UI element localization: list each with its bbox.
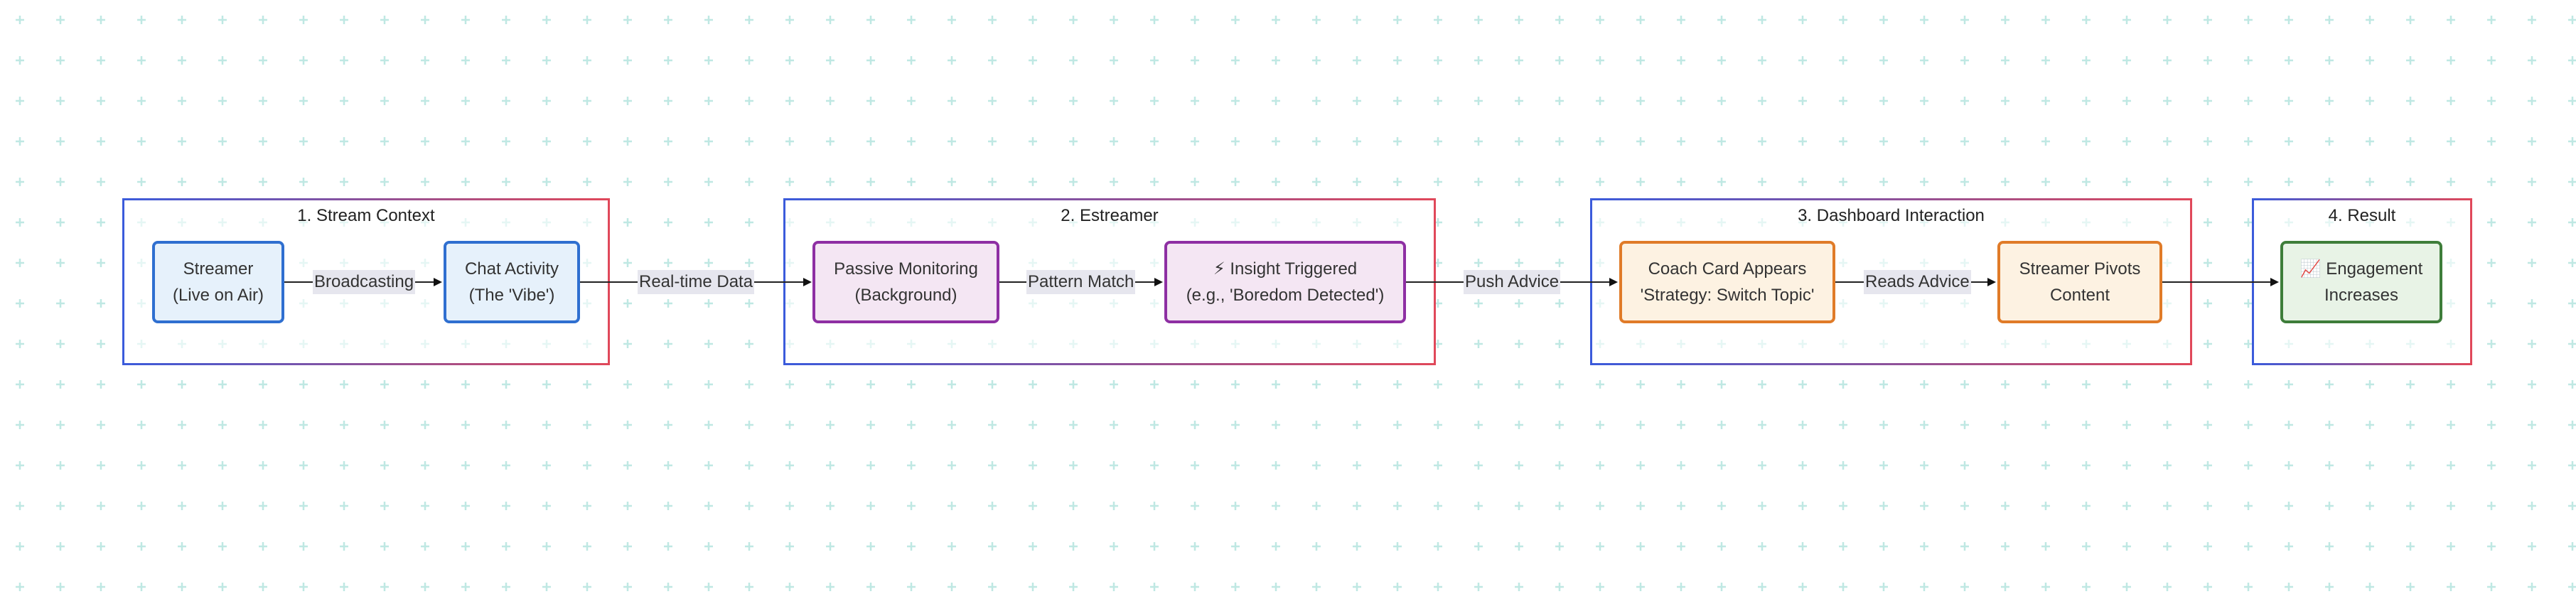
group-title: 2. Estreamer xyxy=(1061,206,1159,225)
node-line: (Background) xyxy=(854,286,957,305)
node-line: 'Strategy: Switch Topic' xyxy=(1640,286,1815,305)
node-line: ⚡ Insight Triggered xyxy=(1213,259,1358,279)
node-line: 📈 Engagement xyxy=(2299,259,2423,279)
edge-label-push-advice: Push Advice xyxy=(1464,270,1561,294)
node-line: Chat Activity xyxy=(464,259,559,279)
edge-label-broadcasting: Broadcasting xyxy=(313,270,416,294)
group-title: 3. Dashboard Interaction xyxy=(1798,206,1985,225)
node-insight-triggered[interactable]: ⚡ Insight Triggered (e.g., 'Boredom Dete… xyxy=(1164,241,1406,323)
node-passive-monitoring[interactable]: Passive Monitoring (Background) xyxy=(812,241,999,323)
node-line: Streamer Pivots xyxy=(2019,259,2141,279)
node-line: (Live on Air) xyxy=(172,286,264,305)
node-engagement-increases[interactable]: 📈 Engagement Increases xyxy=(2280,241,2442,323)
node-chat-activity[interactable]: Chat Activity (The 'Vibe') xyxy=(444,241,580,323)
edge-label-pattern-match: Pattern Match xyxy=(1026,270,1136,294)
group-title: 4. Result xyxy=(2328,206,2396,225)
node-line: Passive Monitoring xyxy=(834,259,978,279)
node-line: Streamer xyxy=(183,259,254,279)
node-streamer[interactable]: Streamer (Live on Air) xyxy=(152,241,284,323)
edge-label-realtime-data: Real-time Data xyxy=(638,270,755,294)
node-coach-card[interactable]: Coach Card Appears 'Strategy: Switch Top… xyxy=(1619,241,1835,323)
node-line: Increases xyxy=(2324,286,2399,305)
node-line: Coach Card Appears xyxy=(1648,259,1807,279)
node-line: Content xyxy=(2049,286,2110,305)
node-line: (e.g., 'Boredom Detected') xyxy=(1186,286,1385,305)
group-title: 1. Stream Context xyxy=(297,206,435,225)
node-streamer-pivots[interactable]: Streamer Pivots Content xyxy=(1997,241,2162,323)
node-line: (The 'Vibe') xyxy=(468,286,555,305)
edge-label-reads-advice: Reads Advice xyxy=(1864,270,1971,294)
